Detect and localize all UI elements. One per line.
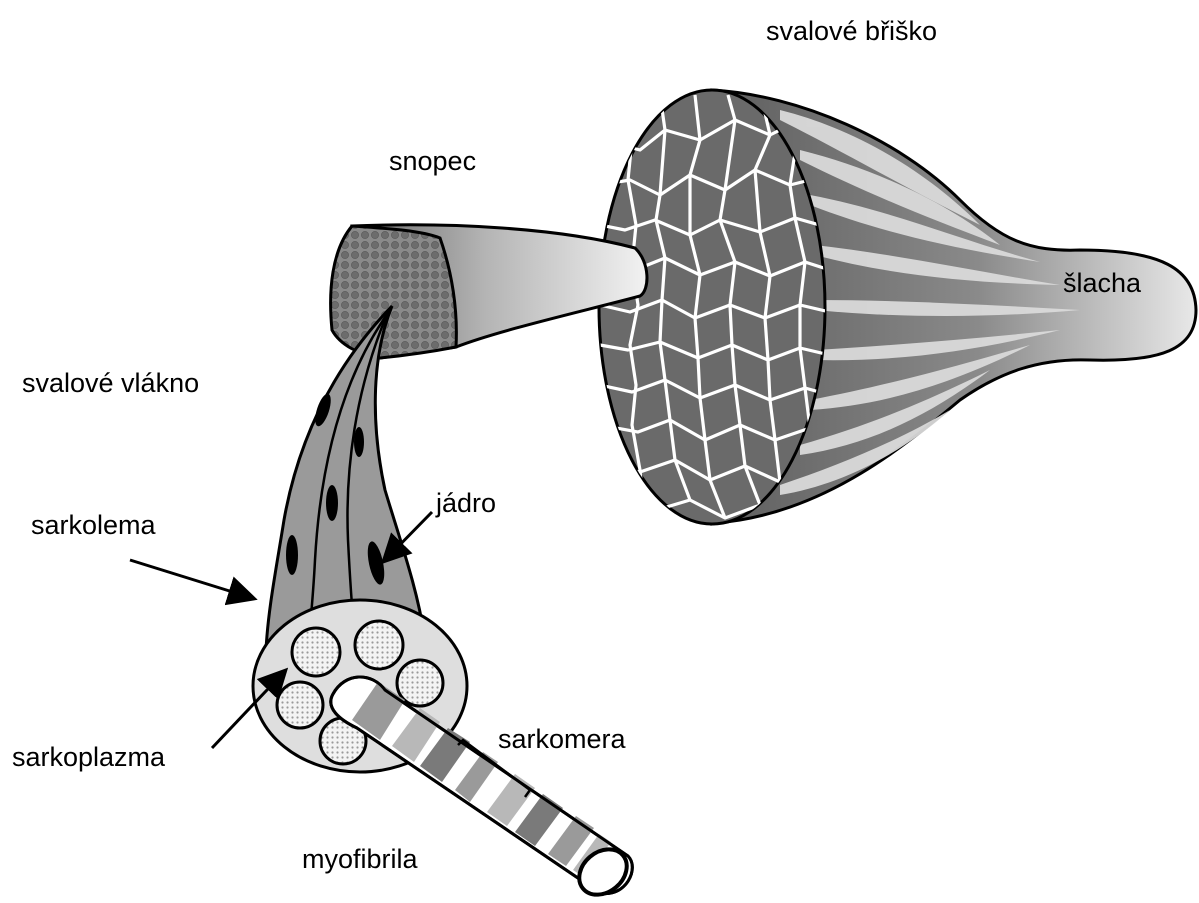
nucleus-2 — [354, 427, 364, 457]
myofibril-section-3 — [397, 660, 443, 706]
nucleus-3 — [326, 485, 338, 521]
nucleus-4 — [286, 535, 298, 575]
nucleus-label: jádro — [436, 490, 496, 517]
fascicle-cross-section — [331, 226, 457, 358]
myofibril-section-1 — [292, 628, 340, 676]
muscle-belly-label: svalové břiško — [766, 18, 937, 45]
myofibril-section-4 — [277, 682, 323, 728]
sarcolemma-arrow — [130, 560, 252, 598]
sarcoplasm-label: sarkoplazma — [12, 744, 165, 771]
sarcolemma-label: sarkolema — [31, 512, 156, 539]
myofibril-section-2 — [355, 621, 403, 669]
muscle-belly — [599, 90, 1196, 525]
muscle-fiber-body — [266, 306, 425, 650]
fascicle-label: snopec — [389, 148, 476, 175]
myofibril-label: myofibrila — [302, 846, 418, 873]
muscle-fiber-label: svalové vlákno — [22, 370, 199, 397]
tendon-label: šlacha — [1063, 270, 1141, 297]
sarcomere-label: sarkomera — [498, 726, 626, 753]
